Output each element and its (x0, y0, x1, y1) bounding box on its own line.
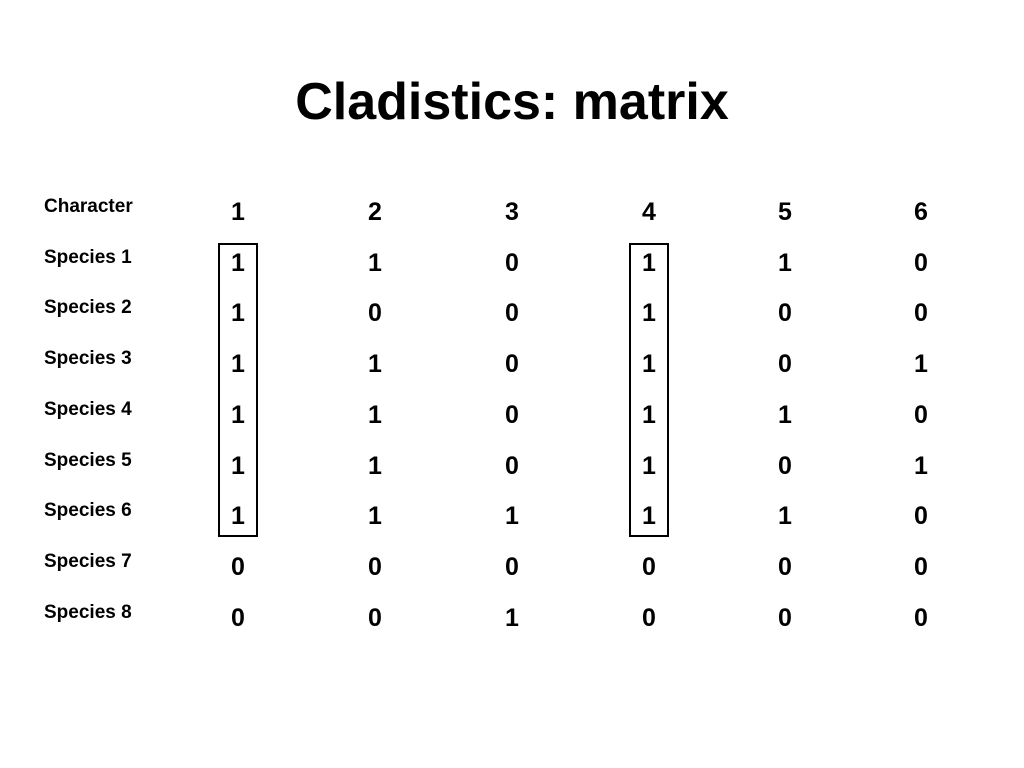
matrix-cell: 0 (505, 248, 519, 277)
matrix-cell: 1 (368, 502, 382, 531)
species-label: Species 2 (44, 297, 132, 319)
matrix-cell: 0 (778, 350, 792, 379)
matrix-cell: 0 (505, 400, 519, 429)
matrix-cell: 1 (642, 400, 656, 429)
matrix-cell: 1 (368, 451, 382, 480)
species-label: Species 4 (44, 398, 132, 420)
matrix-cell: 0 (505, 451, 519, 480)
header-label: Character (44, 196, 133, 217)
matrix-cell: 0 (914, 502, 928, 531)
matrix-cell: 0 (778, 451, 792, 480)
matrix-cell: 1 (231, 248, 245, 277)
matrix-cell: 0 (231, 603, 245, 632)
matrix-cell: 1 (778, 248, 792, 277)
matrix-cell: 1 (642, 451, 656, 480)
matrix-cell: 0 (505, 350, 519, 379)
species-label: Species 7 (44, 550, 132, 572)
character-number: 3 (505, 198, 519, 226)
matrix-cell: 0 (914, 603, 928, 632)
matrix-cell: 1 (231, 299, 245, 328)
matrix-cell: 1 (368, 400, 382, 429)
matrix-cell: 0 (914, 299, 928, 328)
matrix-cell: 1 (914, 350, 928, 379)
matrix-cell: 1 (505, 502, 519, 531)
matrix-cell: 1 (778, 400, 792, 429)
matrix-cell: 0 (914, 400, 928, 429)
matrix-cell: 0 (368, 299, 382, 328)
matrix-cell: 0 (231, 552, 245, 581)
matrix-cell: 0 (914, 248, 928, 277)
species-label: Species 1 (44, 246, 132, 268)
matrix-cell: 1 (231, 400, 245, 429)
matrix-cell: 0 (642, 552, 656, 581)
matrix-cell: 1 (231, 451, 245, 480)
matrix-cell: 0 (505, 299, 519, 328)
matrix-cell: 1 (914, 451, 928, 480)
matrix-cell: 1 (368, 248, 382, 277)
matrix-cell: 0 (642, 603, 656, 632)
character-number: 1 (231, 198, 245, 226)
matrix-cell: 1 (368, 350, 382, 379)
species-label: Species 6 (44, 500, 132, 522)
matrix-cell: 1 (778, 502, 792, 531)
species-label: Species 8 (44, 601, 132, 623)
matrix-cell: 0 (368, 603, 382, 632)
matrix-cell: 1 (231, 502, 245, 531)
character-number: 6 (914, 198, 928, 226)
character-number: 2 (368, 198, 382, 226)
character-number: 5 (778, 198, 792, 226)
slide-title: Cladistics: matrix (295, 73, 729, 131)
matrix-cell: 0 (778, 603, 792, 632)
species-label: Species 3 (44, 348, 132, 370)
matrix-cell: 1 (642, 350, 656, 379)
matrix-cell: 1 (642, 299, 656, 328)
matrix-cell: 1 (642, 248, 656, 277)
matrix-cell: 0 (505, 552, 519, 581)
species-label: Species 5 (44, 449, 132, 471)
matrix-cell: 1 (505, 603, 519, 632)
column-highlight-box (629, 242, 669, 538)
matrix-cell: 0 (914, 552, 928, 581)
matrix-cell: 0 (778, 299, 792, 328)
matrix-cell: 1 (642, 502, 656, 531)
character-number: 4 (642, 198, 656, 226)
matrix-cell: 1 (231, 350, 245, 379)
matrix-cell: 0 (778, 552, 792, 581)
matrix-cell: 0 (368, 552, 382, 581)
column-highlight-box (218, 242, 258, 538)
